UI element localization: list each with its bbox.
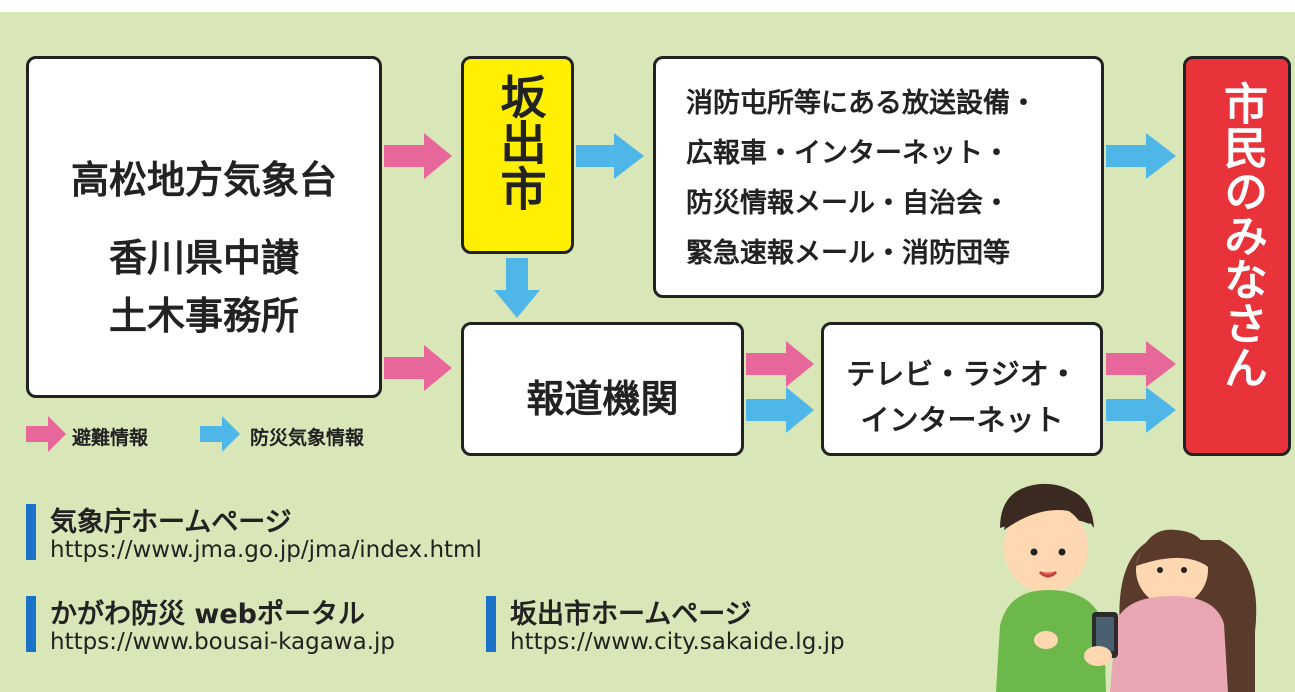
arrow-evac-sources-to-city: [384, 133, 452, 179]
arrow-weather-city-to-media: [494, 258, 540, 318]
people-illustration: [996, 483, 1257, 692]
arrow-evac-media-to-tv: [746, 341, 814, 387]
link-jma: 気象庁ホームページ https://www.jma.go.jp/jma/inde…: [26, 500, 586, 564]
arrow-weather-tv-to-citizens: [1106, 387, 1176, 433]
source-line-1: 高松地方気象台: [70, 158, 337, 202]
link-kagawa: かがわ防災 webポータル https://www.bousai-kagawa.…: [26, 592, 466, 656]
legend-weather-label: 防災気象情報: [250, 427, 365, 449]
source-line-3: 土木事務所: [108, 294, 299, 338]
citizens-box: 市民のみなさん: [1183, 56, 1291, 456]
tv-line-2: インターネット: [860, 403, 1064, 437]
top-band: [0, 0, 1295, 12]
arrow-weather-media-to-tv: [746, 387, 814, 433]
legend-evacuation-label: 避難情報: [72, 427, 149, 449]
channel-line-3: 防災情報メール・自治会・: [686, 188, 1010, 219]
source-agencies-box: 高松地方気象台 香川県中讃 土木事務所: [26, 56, 382, 398]
channel-line-4: 緊急速報メール・消防団等: [686, 238, 1010, 269]
link-sakaide-name: 坂出市ホームページ: [510, 599, 752, 630]
link-jma-url[interactable]: https://www.jma.go.jp/jma/index.html: [50, 537, 482, 563]
link-sakaide-url[interactable]: https://www.city.sakaide.lg.jp: [510, 629, 845, 655]
city-label: 坂出市: [493, 73, 548, 211]
media-label: 報道機関: [526, 377, 679, 421]
tv-line-1: テレビ・ラジオ・: [846, 357, 1078, 391]
source-line-2: 香川県中讃: [108, 236, 299, 280]
link-bar: [486, 596, 496, 652]
citizens-label: 市民のみなさん: [1216, 81, 1267, 389]
tv-radio-box: テレビ・ラジオ・ インターネット: [821, 322, 1103, 456]
arrow-evac-sources-to-media: [384, 345, 452, 391]
arrow-weather-channels-to-citizens: [1106, 133, 1176, 179]
link-kagawa-name: かがわ防災 webポータル: [50, 599, 365, 630]
channel-line-2: 広報車・インターネット・: [686, 138, 1010, 169]
arrow-evac-tv-to-citizens: [1106, 341, 1176, 387]
broadcast-channels-box: 消防屯所等にある放送設備・ 広報車・インターネット・ 防災情報メール・自治会・ …: [653, 56, 1104, 298]
arrow-weather-city-to-channels: [576, 133, 644, 179]
channel-line-1: 消防屯所等にある放送設備・: [686, 88, 1037, 119]
link-jma-name: 気象庁ホームページ: [50, 507, 292, 538]
link-bar: [26, 504, 36, 560]
legend-weather-arrow: [200, 416, 240, 452]
link-bar: [26, 596, 36, 652]
media-box: 報道機関: [461, 322, 744, 456]
sakaide-city-box: 坂出市: [461, 56, 574, 254]
legend-evacuation-arrow: [26, 416, 66, 452]
link-kagawa-url[interactable]: https://www.bousai-kagawa.jp: [50, 629, 395, 655]
link-sakaide: 坂出市ホームページ https://www.city.sakaide.lg.jp: [486, 592, 906, 656]
